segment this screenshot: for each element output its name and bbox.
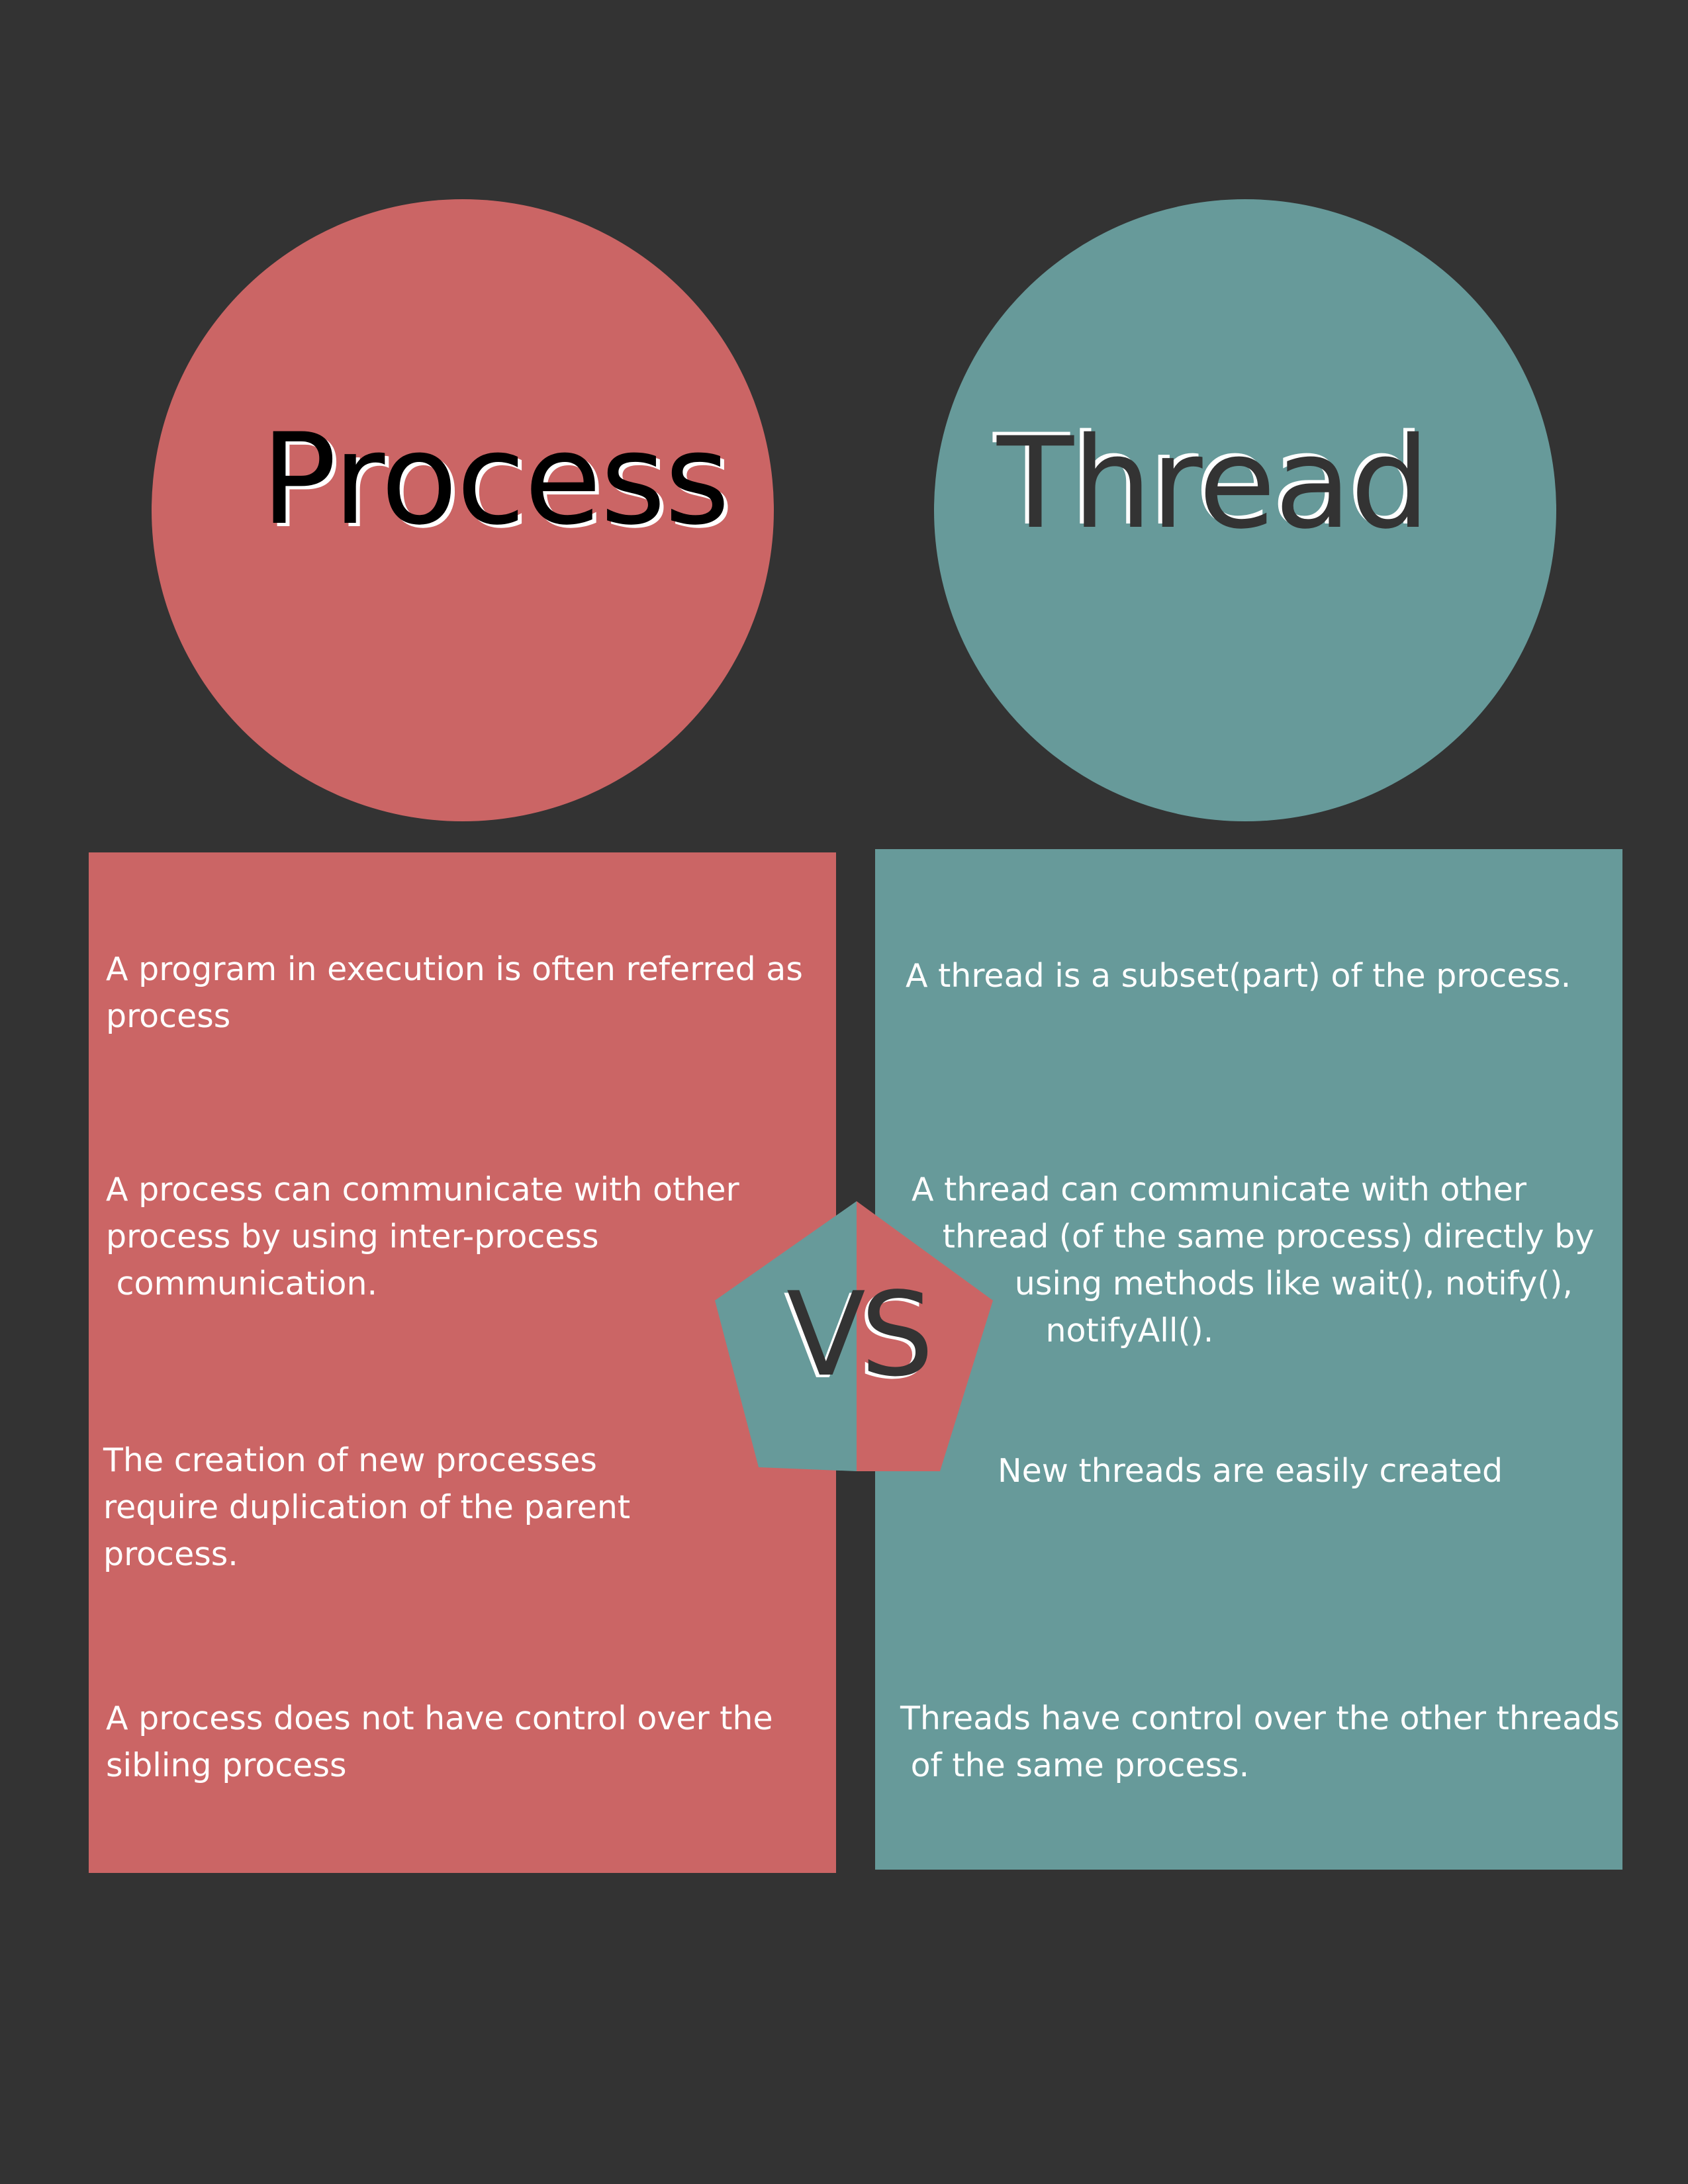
thread-point-3: New threads are easily created bbox=[998, 1452, 1503, 1490]
thread-point-1: A thread is a subset(part) of the proces… bbox=[906, 957, 1571, 995]
thread-panel bbox=[875, 849, 1622, 1870]
process-panel bbox=[89, 852, 836, 1873]
vs-pentagon-left-half bbox=[715, 1201, 857, 1471]
thread-point-4: Threads have control over the other thre… bbox=[900, 1700, 1620, 1784]
vs-label: VS bbox=[786, 1268, 934, 1402]
thread-circle bbox=[934, 199, 1556, 821]
thread-title: Thread bbox=[997, 410, 1430, 557]
process-title: Process bbox=[261, 406, 730, 553]
vs-pentagon-right-half bbox=[857, 1201, 993, 1471]
process-point-2: A process can communicate with other pro… bbox=[106, 1171, 739, 1302]
process-circle bbox=[152, 199, 774, 821]
process-point-4: A process does not have control over the… bbox=[106, 1700, 773, 1784]
process-point-1: A program in execution is often referred… bbox=[106, 950, 803, 1035]
vs-pentagon-icon bbox=[715, 1201, 993, 1471]
process-point-3: The creation of new processes require du… bbox=[103, 1441, 631, 1573]
thread-point-2: A thread can communicate with other thre… bbox=[912, 1171, 1595, 1349]
